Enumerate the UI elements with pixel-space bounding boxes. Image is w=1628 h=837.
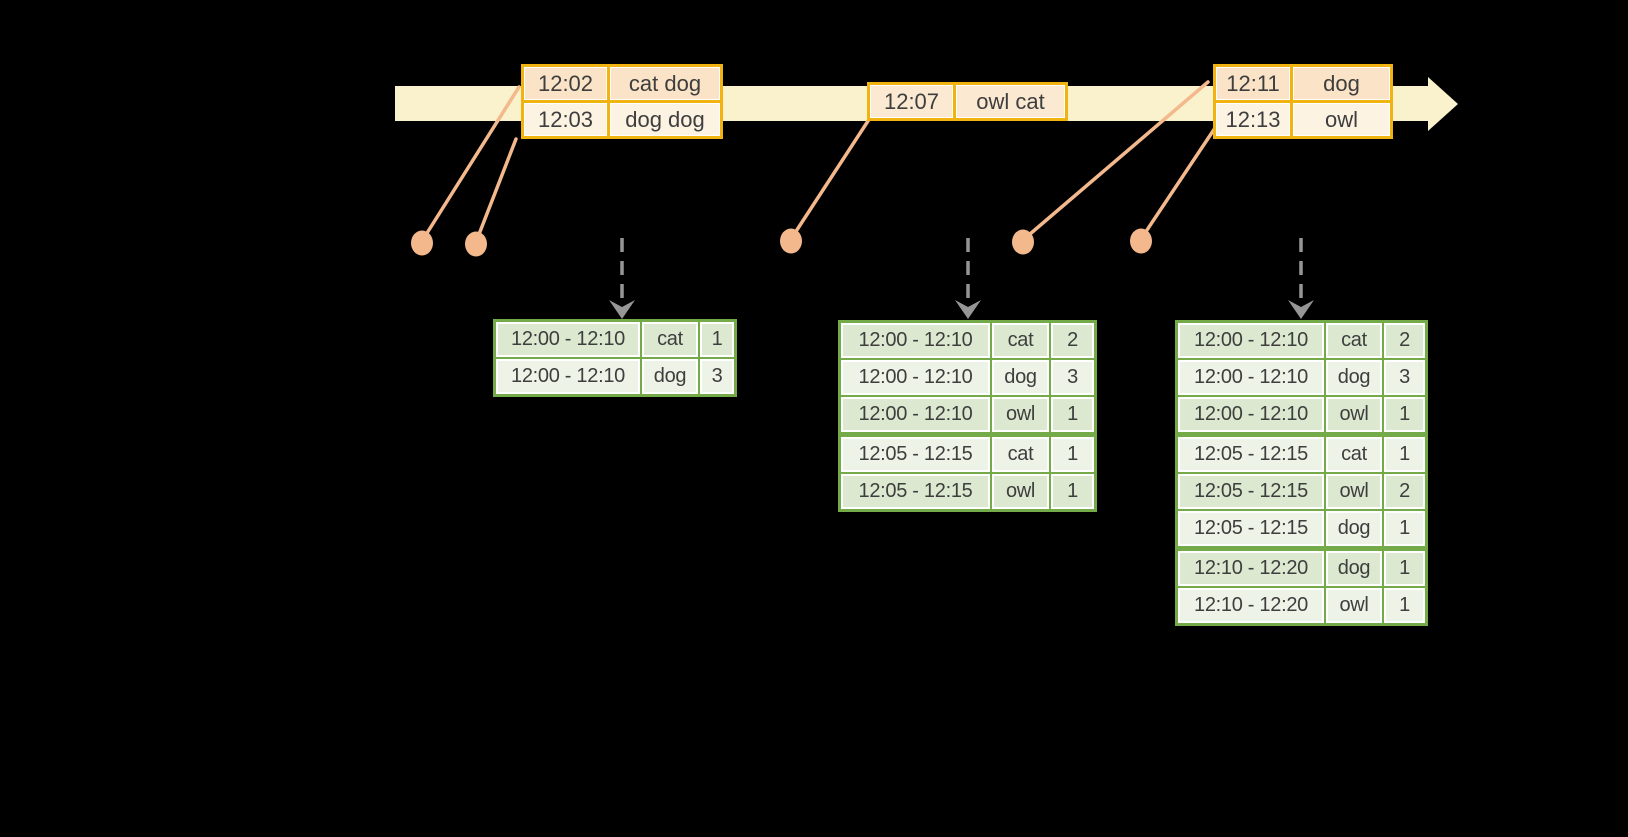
event-dot-icon	[411, 230, 433, 256]
result-word: cat	[992, 437, 1049, 472]
event-words: owl	[1293, 103, 1390, 136]
result-window: 12:00 - 12:10	[841, 360, 990, 395]
result-word: cat	[642, 322, 698, 357]
result-word: dog	[1326, 511, 1382, 546]
result-window: 12:00 - 12:10	[1178, 323, 1324, 358]
result-table-1: 12:00 - 12:10 cat 1 12:00 - 12:10 dog 3	[493, 319, 737, 397]
event-row: 12:11 dog	[1216, 67, 1390, 100]
result-table-2: 12:00 - 12:10 cat 2 12:00 - 12:10 dog 3 …	[838, 320, 1097, 512]
result-window: 12:05 - 12:15	[841, 437, 990, 472]
event-connector-line	[1139, 126, 1217, 241]
arrow-down-icon	[609, 300, 635, 319]
result-row: 12:05 - 12:15 cat 1	[841, 437, 1094, 472]
event-time: 12:03	[524, 103, 607, 136]
result-word: owl	[992, 397, 1049, 432]
event-time: 12:07	[870, 85, 953, 118]
event-words: dog	[1293, 67, 1390, 100]
result-window: 12:05 - 12:15	[1178, 437, 1324, 472]
result-row: 12:10 - 12:20 owl 1	[1178, 588, 1425, 623]
result-count: 1	[1051, 437, 1094, 472]
result-row: 12:05 - 12:15 cat 1	[1178, 437, 1425, 472]
result-count: 2	[1384, 474, 1425, 509]
arrow-down-icon	[1288, 300, 1314, 319]
result-window: 12:00 - 12:10	[496, 359, 640, 394]
result-word: owl	[992, 474, 1049, 509]
result-window: 12:05 - 12:15	[841, 474, 990, 509]
event-time: 12:13	[1216, 103, 1290, 136]
result-window: 12:10 - 12:20	[1178, 551, 1324, 586]
event-connector-line	[789, 119, 870, 241]
result-row: 12:00 - 12:10 cat 2	[1178, 323, 1425, 358]
result-window: 12:00 - 12:10	[841, 323, 990, 358]
result-count: 1	[1384, 588, 1425, 623]
result-window: 12:05 - 12:15	[1178, 474, 1324, 509]
result-count: 2	[1051, 323, 1094, 358]
result-word: owl	[1326, 474, 1382, 509]
event-time: 12:02	[524, 67, 607, 100]
event-words: cat dog	[610, 67, 720, 100]
result-row: 12:00 - 12:10 owl 1	[841, 397, 1094, 432]
result-window: 12:00 - 12:10	[841, 397, 990, 432]
event-words: dog dog	[610, 103, 720, 136]
result-word: owl	[1326, 397, 1382, 432]
event-row: 12:07 owl cat	[870, 85, 1065, 118]
result-word: dog	[1326, 551, 1382, 586]
result-word: cat	[1326, 323, 1382, 358]
event-connector-line	[1021, 80, 1210, 242]
result-count: 3	[700, 359, 734, 394]
result-row: 12:00 - 12:10 owl 1	[1178, 397, 1425, 432]
result-word: owl	[1326, 588, 1382, 623]
event-dot-icon	[465, 231, 487, 257]
result-window: 12:10 - 12:20	[1178, 588, 1324, 623]
result-window: 12:05 - 12:15	[1178, 511, 1324, 546]
event-dot-icon	[780, 228, 802, 254]
result-row: 12:00 - 12:10 dog 3	[1178, 360, 1425, 395]
result-row: 12:05 - 12:15 dog 1	[1178, 511, 1425, 546]
result-window: 12:00 - 12:10	[496, 322, 640, 357]
result-count: 1	[1384, 551, 1425, 586]
result-count: 1	[1384, 511, 1425, 546]
result-row: 12:00 - 12:10 dog 3	[496, 359, 734, 394]
result-word: cat	[992, 323, 1049, 358]
result-word: dog	[1326, 360, 1382, 395]
event-table-1: 12:02 cat dog 12:03 dog dog	[521, 64, 723, 139]
event-words: owl cat	[956, 85, 1065, 118]
arrow-head-icon	[1428, 77, 1458, 131]
event-table-3: 12:11 dog 12:13 owl	[1213, 64, 1393, 139]
event-dot-icon	[1130, 228, 1152, 254]
result-row: 12:05 - 12:15 owl 1	[841, 474, 1094, 509]
result-count: 1	[1384, 397, 1425, 432]
result-table-3: 12:00 - 12:10 cat 2 12:00 - 12:10 dog 3 …	[1175, 320, 1428, 626]
result-word: dog	[992, 360, 1049, 395]
result-count: 1	[700, 322, 734, 357]
event-row: 12:03 dog dog	[524, 103, 720, 136]
result-count: 1	[1051, 397, 1094, 432]
result-word: dog	[642, 359, 698, 394]
event-row: 12:02 cat dog	[524, 67, 720, 100]
event-table-2: 12:07 owl cat	[867, 82, 1068, 121]
result-count: 3	[1384, 360, 1425, 395]
result-row: 12:00 - 12:10 cat 1	[496, 322, 734, 357]
result-count: 2	[1384, 323, 1425, 358]
arrow-down-icon	[955, 300, 981, 319]
result-count: 1	[1051, 474, 1094, 509]
event-dot-icon	[1012, 229, 1034, 255]
result-count: 3	[1051, 360, 1094, 395]
result-row: 12:10 - 12:20 dog 1	[1178, 551, 1425, 586]
result-row: 12:00 - 12:10 cat 2	[841, 323, 1094, 358]
event-connector-line	[420, 85, 521, 243]
result-row: 12:05 - 12:15 owl 2	[1178, 474, 1425, 509]
result-count: 1	[1384, 437, 1425, 472]
event-time: 12:11	[1216, 67, 1290, 100]
result-window: 12:00 - 12:10	[1178, 397, 1324, 432]
event-connector-line	[474, 137, 518, 244]
result-row: 12:00 - 12:10 dog 3	[841, 360, 1094, 395]
result-word: cat	[1326, 437, 1382, 472]
event-row: 12:13 owl	[1216, 103, 1390, 136]
result-window: 12:00 - 12:10	[1178, 360, 1324, 395]
